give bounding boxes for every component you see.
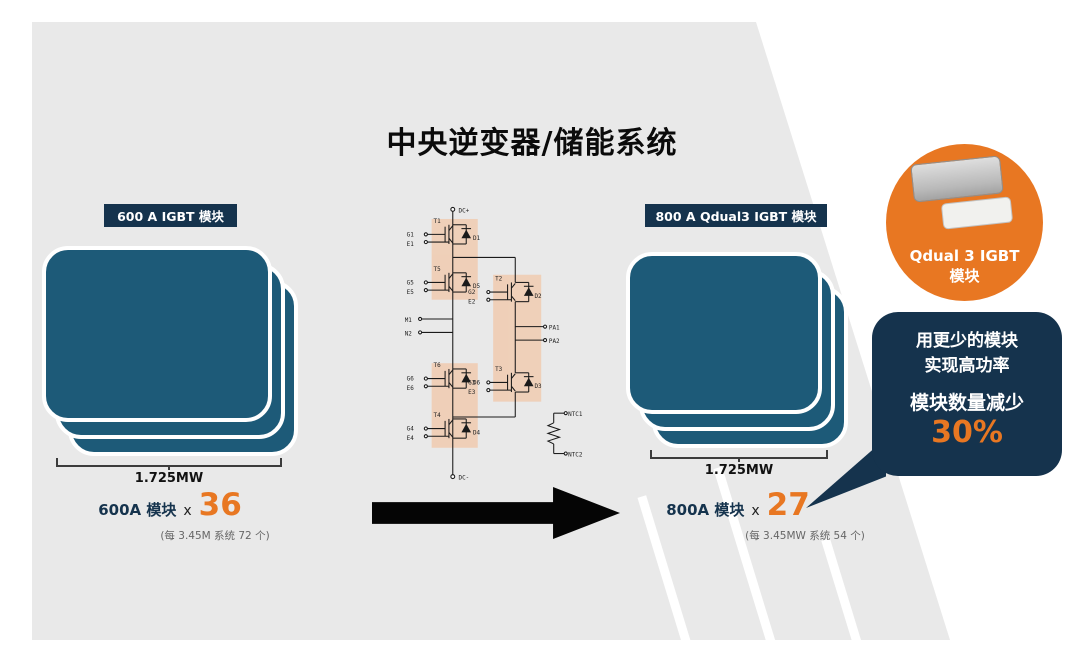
circuit-label: E3 (468, 389, 476, 396)
circuit-label: D4 (473, 429, 481, 436)
circuit-label: D6 (473, 379, 481, 386)
circuit-label: D1 (473, 235, 481, 242)
circuit-label: T2 (495, 276, 503, 283)
left-module-badge: 600 A IGBT 模块 (104, 204, 237, 227)
callout-bubble: 用更少的模块 实现高功率 模块数量减少 30% (872, 312, 1062, 476)
circuit-label: G2 (468, 289, 476, 296)
circuit-label: PA2 (549, 338, 560, 345)
igbt-circuit-diagram: DC+ T1 D1 G1 E1 T5 D5 G5 E5 M1 N2 T6 D6 … (405, 206, 583, 482)
product-badge-circle: Qdual 3 IGBT 模块 (886, 144, 1043, 301)
module-card (626, 252, 822, 414)
circuit-label: D3 (534, 383, 542, 390)
circuit-label: E2 (468, 299, 476, 306)
circuit-label: NTC1 (568, 411, 583, 418)
left-note: (每 3.45M 系统 72 个) (160, 530, 270, 542)
right-module-stack (626, 252, 852, 450)
left-module-stack (42, 246, 314, 458)
circuit-label: T3 (495, 366, 503, 373)
circuit-label: G4 (407, 425, 415, 432)
right-times-label: x (751, 503, 760, 519)
igbt-module-photo-small (940, 196, 1014, 230)
left-module-label: 600A 模块 (98, 501, 177, 519)
circuit-label: E4 (407, 435, 415, 442)
left-times-label: x (183, 503, 192, 519)
circuit-label: T1 (434, 218, 442, 225)
circuit-label: E6 (407, 385, 415, 392)
callout-line1: 用更少的模块 (916, 331, 1018, 351)
left-power-label: 1.725MW (134, 471, 204, 486)
circuit-highlights (431, 218, 542, 448)
circuit-label: G1 (407, 231, 415, 238)
circuit-label: D5 (473, 283, 481, 290)
circuit-label: D2 (534, 293, 542, 300)
right-note: (每 3.45MW 系统 54 个) (745, 530, 865, 542)
circuit-label: E5 (407, 289, 415, 296)
igbt-module-photo-large (910, 155, 1004, 203)
circuit-label: N2 (405, 330, 413, 337)
circuit-label: DC- (459, 475, 470, 482)
page-title: 中央逆变器/储能系统 (386, 126, 678, 161)
circuit-label: M1 (405, 317, 413, 324)
callout-line3: 模块数量减少 (909, 392, 1024, 415)
product-name-line1: Qdual 3 IGBT (909, 247, 1020, 265)
product-name: Qdual 3 IGBT 模块 (886, 247, 1043, 286)
circuit-labels: DC+ T1 D1 G1 E1 T5 D5 G5 E5 M1 N2 T6 D6 … (405, 207, 583, 481)
circuit-label: G3 (468, 379, 476, 386)
left-count-value: 36 (198, 487, 242, 523)
circuit-label: E1 (407, 241, 415, 248)
module-card (42, 246, 272, 422)
circuit-label: PA1 (549, 325, 560, 332)
product-name-line2: 模块 (949, 266, 980, 285)
circuit-wiring (418, 206, 568, 480)
right-module-badge: 800 A Qdual3 IGBT 模块 (645, 204, 827, 227)
circuit-label: G5 (407, 279, 415, 286)
circuit-label: T4 (434, 412, 442, 419)
circuit-label: DC+ (459, 207, 470, 214)
circuit-label: T5 (434, 266, 442, 273)
left-count-row: 600A 模块 x 36 (20, 490, 320, 521)
right-module-label: 800A 模块 (666, 501, 745, 519)
circuit-label: NTC2 (568, 451, 583, 458)
callout-line2: 实现高功率 (924, 355, 1010, 376)
right-count-row: 800A 模块 x 27 (608, 490, 868, 521)
right-power-label: 1.725MW (704, 463, 774, 478)
circuit-label: T6 (434, 362, 442, 369)
right-brace (650, 450, 828, 459)
right-count-value: 27 (766, 487, 810, 523)
callout-percent: 30% (931, 415, 1003, 451)
left-brace (56, 458, 282, 467)
circuit-label: G6 (407, 375, 415, 382)
